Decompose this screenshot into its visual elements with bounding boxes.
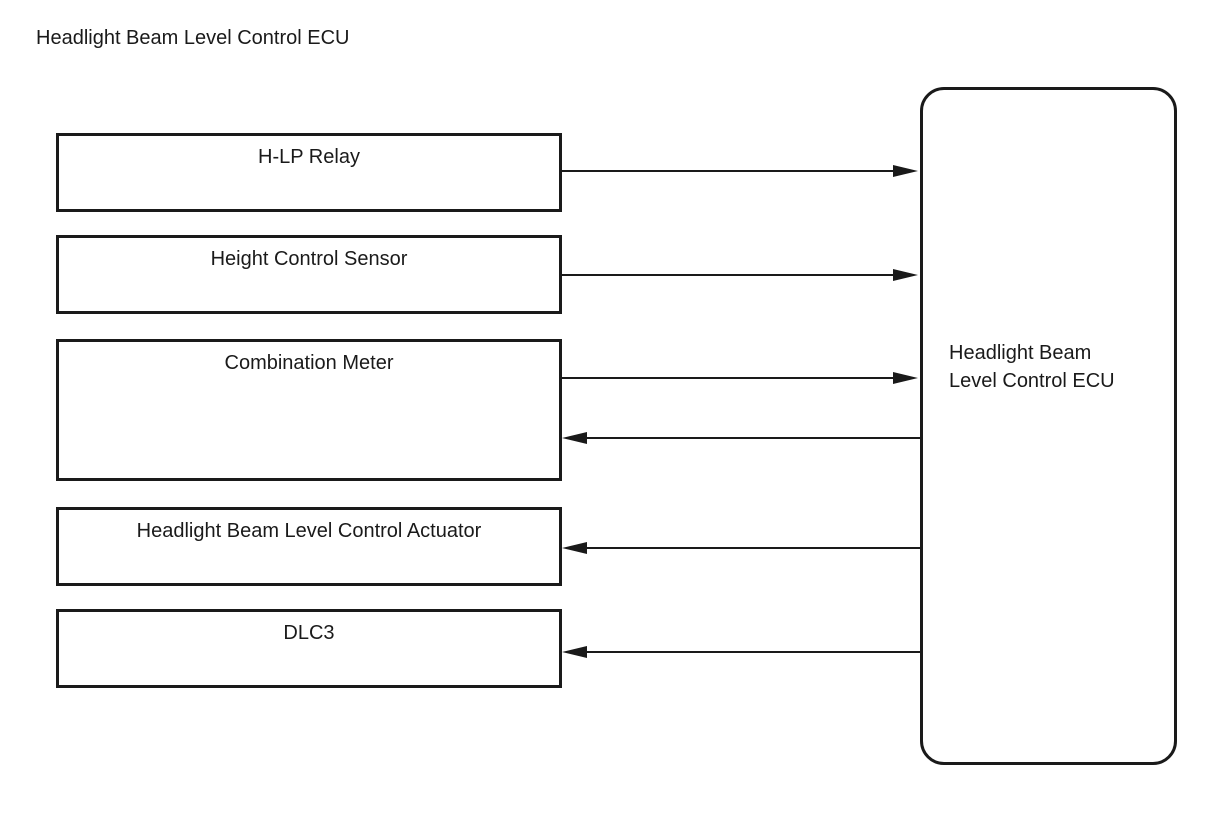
block-label-height-control-sensor: Height Control Sensor	[210, 248, 408, 270]
block-label-combination-meter: Combination Meter	[224, 352, 394, 374]
ecu-block: Headlight Beam Level Control ECU	[920, 87, 1177, 765]
block-label-h-lp-relay: H-LP Relay	[258, 146, 360, 168]
ecu-label: Headlight Beam Level Control ECU	[949, 339, 1115, 395]
arrow-ecu-to-dlc3	[562, 646, 920, 658]
arrow-combination-meter-to-ecu	[562, 372, 918, 384]
block-height-control-sensor: Height Control Sensor	[56, 235, 562, 314]
block-label-beam-level-actuator: Headlight Beam Level Control Actuator	[136, 520, 482, 542]
block-label-dlc3: DLC3	[283, 622, 335, 644]
arrow-h-lp-relay-to-ecu	[562, 165, 918, 177]
arrow-ecu-to-combination-meter	[562, 432, 920, 444]
block-combination-meter: Combination Meter	[56, 339, 562, 481]
ecu-label-line-2: Level Control ECU	[949, 370, 1115, 392]
diagram-title: Headlight Beam Level Control ECU	[36, 27, 350, 49]
block-beam-level-actuator: Headlight Beam Level Control Actuator	[56, 507, 562, 586]
block-h-lp-relay: H-LP Relay	[56, 133, 562, 212]
ecu-label-line-1: Headlight Beam	[949, 342, 1092, 364]
arrow-height-sensor-to-ecu	[562, 269, 918, 281]
arrow-ecu-to-actuator	[562, 542, 920, 554]
block-dlc3: DLC3	[56, 609, 562, 688]
